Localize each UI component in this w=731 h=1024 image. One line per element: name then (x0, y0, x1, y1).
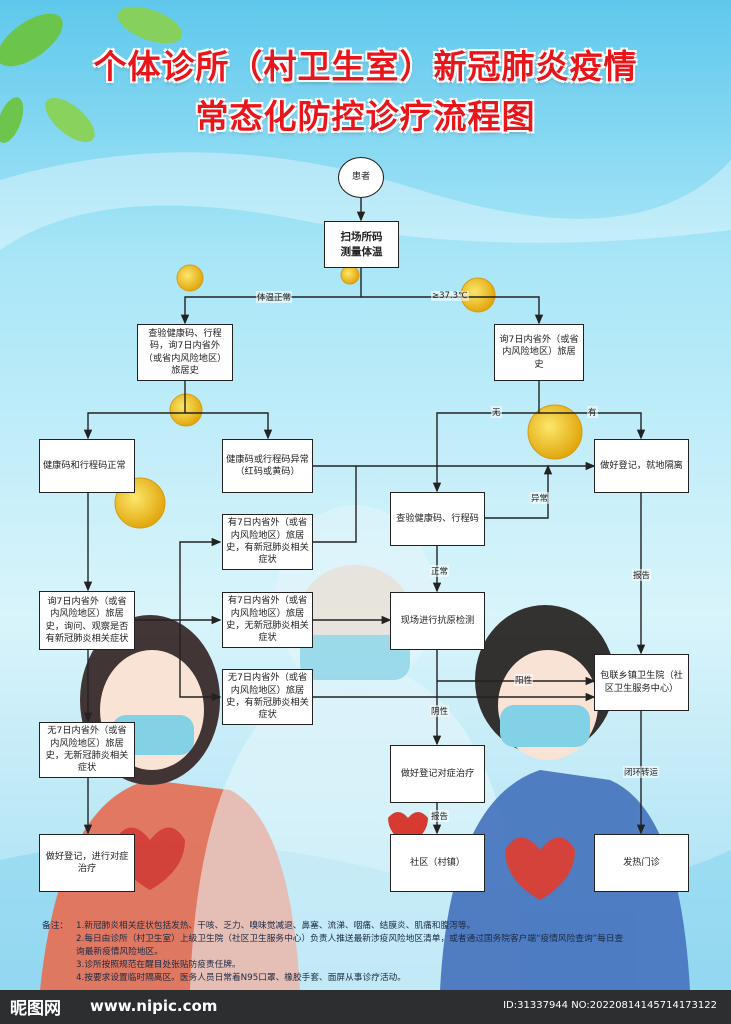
node-township-hospital: 包联乡镇卫生院（社区卫生服务中心） (594, 654, 689, 711)
node-has-travel-symptoms: 有7日内省外（或省内风险地区）旅居史，有新冠肺炎相关症状 (222, 514, 313, 570)
node-register-treat-2: 做好登记，进行对症治疗 (39, 834, 135, 892)
leaf-decoration (0, 6, 183, 143)
edge-label-yes: 有 (587, 406, 598, 418)
node-patient: 患者 (338, 157, 384, 198)
node-scan-temperature: 扫场所码 测量体温 (324, 221, 399, 268)
node-ask-observe: 询7日内省外（或省内风险地区）旅居史，询问、观察是否有新冠肺炎相关症状 (39, 591, 135, 650)
edge-label-report: 报告 (632, 569, 652, 581)
node-antigen-test: 现场进行抗原检测 (390, 592, 485, 650)
note-item: 4.按要求设置临时隔离区。医务人员日常着N95口罩、橡胶手套、面屏从事诊疗活动。 (76, 973, 406, 983)
edge-label-temp-high: ≥37.3℃ (431, 291, 469, 301)
node-community: 社区（村镇） (390, 834, 485, 892)
node-register-isolate: 做好登记，就地隔离 (594, 439, 689, 493)
note-item: 询最新疫情风险地区。 (76, 947, 163, 957)
image-id: ID:31337944 NO:20220814145714173122 (503, 1000, 717, 1011)
node-no-travel-no-symptoms: 无7日内省外（或省内风险地区）旅居史，无新冠肺炎相关症状 (39, 722, 135, 778)
note-item: 3.诊所按照规范在醒目处张贴防疫责任牌。 (76, 960, 241, 970)
node-codes-abnormal: 健康码或行程码异常（红码或黄码） (222, 439, 313, 493)
node-check-codes: 查验健康码、行程码，询7日内省外（或省内风险地区）旅居史 (137, 324, 233, 381)
notes-label: 备注： (42, 921, 69, 931)
watermark-footer: 昵图网 www.nipic.com ID:31337944 NO:2022081… (0, 990, 731, 1024)
node-codes-normal: 健康码和行程码正常 (39, 439, 135, 493)
edge-label-no: 无 (491, 406, 502, 418)
node-check-codes-2: 查验健康码、行程码 (390, 492, 485, 546)
nipic-logo: 昵图网 (10, 999, 61, 1019)
note-item: 1.新冠肺炎相关症状包括发热、干咳、乏力、嗅味觉减退、鼻塞、流涕、咽痛、结膜炎、… (76, 921, 476, 931)
node-ask-travel: 询7日内省外（或省内风险地区）旅居史 (494, 324, 584, 381)
edge-label-normal: 正常 (430, 565, 450, 577)
node-has-travel-no-symptoms: 有7日内省外（或省内风险地区）旅居史，无新冠肺炎相关症状 (222, 592, 313, 648)
page-title-line1: 个体诊所（村卫生室）新冠肺炎疫情 (93, 47, 638, 86)
page-title-line2: 常态化防控诊疗流程图 (195, 97, 536, 136)
edge-label-abnormal: 异常 (530, 492, 550, 504)
edge-label-closed-loop: 闭环转运 (623, 766, 660, 778)
node-no-travel-has-symptoms: 无7日内省外（或省内风险地区）旅居史，有新冠肺炎相关症状 (222, 669, 313, 725)
edge-label-positive: 阳性 (514, 674, 534, 686)
notes-section: 备注： 1.新冠肺炎相关症状包括发热、干咳、乏力、嗅味觉减退、鼻塞、流涕、咽痛、… (42, 920, 722, 985)
note-item: 2.每日由诊所（村卫生室）上级卫生院（社区卫生服务中心）负责人推送最新涉疫风险地… (76, 934, 624, 944)
edge-label-negative: 阴性 (430, 705, 450, 717)
node-register-treat: 做好登记对症治疗 (390, 745, 485, 803)
site-url: www.nipic.com (90, 997, 218, 1015)
edge-label-report-2: 报告 (430, 810, 450, 822)
node-fever-clinic: 发热门诊 (594, 834, 689, 892)
edge-label-temp-normal: 体温正常 (256, 291, 293, 303)
